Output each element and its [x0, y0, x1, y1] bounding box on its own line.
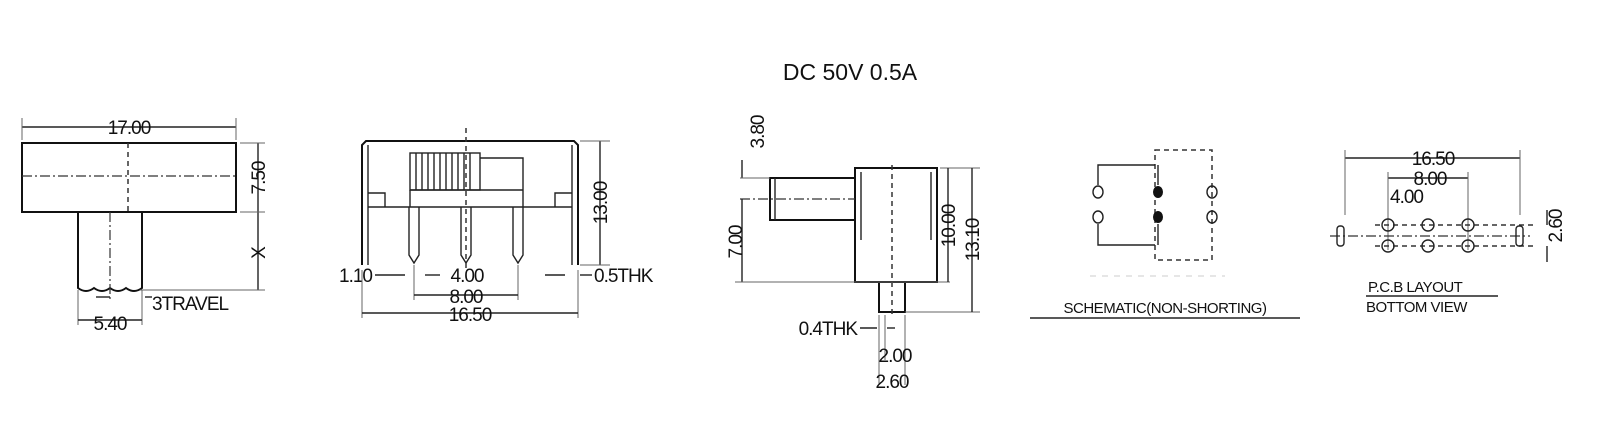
- pcb-caption-view: BOTTOM VIEW: [1366, 299, 1468, 316]
- dim-total-height: 13.10: [963, 218, 984, 261]
- dim-pin-span: 8.00: [450, 287, 483, 308]
- dim-actuator-width: 5.40: [94, 314, 127, 335]
- dim-pin-b: 2.60: [876, 372, 909, 393]
- schematic-caption: SCHEMATIC(NON-SHORTING): [1064, 300, 1267, 317]
- pcb-dim-pitch: 4.00: [1390, 187, 1423, 208]
- rating-title: DC 50V 0.5A: [783, 59, 918, 85]
- dim-height: 7.50: [249, 161, 270, 194]
- dim-pitch: 4.00: [451, 266, 484, 287]
- dim-total-width: 16.50: [449, 305, 492, 326]
- dim-thickness: 0.5THK: [594, 266, 654, 287]
- pcb-dim-span: 8.00: [1414, 169, 1447, 190]
- dim-side-height: 13.00: [591, 181, 612, 224]
- pcb-caption-layout: P.C.B LAYOUT: [1368, 279, 1463, 296]
- pcb-holes: [1336, 218, 1524, 253]
- end-view: 3.80 7.00 10.00 13.10 0.4THK 2.00 2.60: [726, 115, 984, 393]
- common-terminal: [1153, 211, 1163, 223]
- pcb-layout: 16.50 8.00 4.00 2.60 P.C.B LAYOUT BOTTOM…: [1330, 149, 1567, 316]
- dim-end-thickness: 0.4THK: [799, 319, 859, 340]
- dim-knob-offset: 7.00: [726, 225, 747, 258]
- slider-contact-box: [1154, 149, 1213, 261]
- terminal-circle: [1206, 210, 1218, 224]
- pcb-dim-width: 16.50: [1412, 149, 1455, 170]
- dim-body: 10.00: [939, 204, 960, 247]
- dim-actuator: X: [249, 246, 270, 259]
- dim-travel: 3TRAVEL: [152, 294, 229, 315]
- dim-knob: 3.80: [748, 115, 769, 148]
- dim-width: 17.00: [108, 118, 151, 139]
- front-view: 17.00 7.50 X 3TRAVEL 5.40: [21, 118, 270, 335]
- pcb-dim-row-gap: 2.60: [1546, 209, 1567, 242]
- terminal-circle: [1092, 185, 1104, 199]
- switch-body: [21, 142, 237, 213]
- common-terminal: [1153, 186, 1163, 198]
- dim-pin-width: 1.10: [339, 266, 372, 287]
- terminal-circle: [1092, 210, 1104, 224]
- end-body: [854, 167, 938, 283]
- side-view: 13.00 1.10 4.00 0.5THK 8.00 16.50: [339, 128, 655, 326]
- schematic: SCHEMATIC(NON-SHORTING): [1030, 149, 1300, 319]
- terminal-circle: [1206, 185, 1218, 199]
- dim-pin-a: 2.00: [879, 346, 912, 367]
